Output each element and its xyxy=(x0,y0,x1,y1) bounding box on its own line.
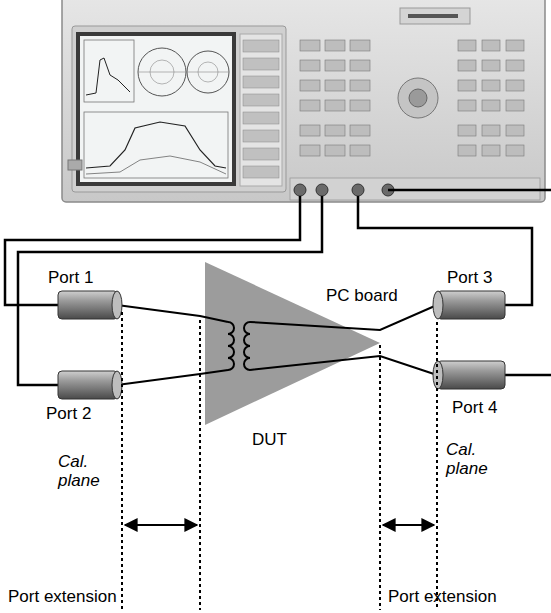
extension-label: Port extension xyxy=(8,587,117,606)
plane-label: Cal. plane xyxy=(58,452,114,490)
port-label: Port 1 xyxy=(48,268,93,287)
board-label: PC board xyxy=(326,286,398,305)
plane-label: Cal. plane xyxy=(446,440,502,478)
port-label: Port 3 xyxy=(447,268,492,287)
board-trace xyxy=(117,305,437,385)
dut-label: DUT xyxy=(252,430,287,449)
reference-plane xyxy=(122,312,437,610)
analyzer-screen xyxy=(76,32,236,186)
port-label: Port 4 xyxy=(452,398,497,417)
network-analyzer xyxy=(62,0,545,202)
transformer-symbol xyxy=(228,322,250,370)
port-label: Port 2 xyxy=(46,404,91,423)
extension-label: Port extension xyxy=(388,587,497,606)
dimension-arrow xyxy=(125,524,434,526)
